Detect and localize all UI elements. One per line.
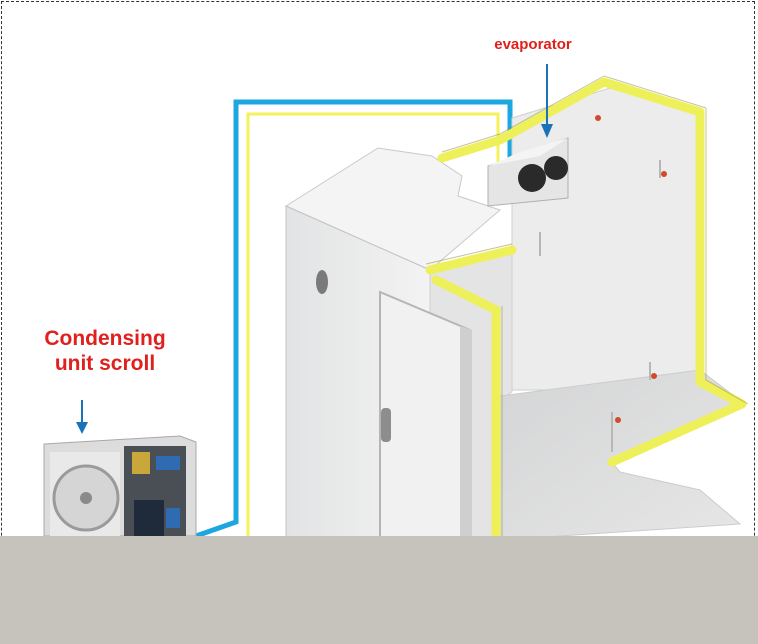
condensing-label-line1: Condensing [44,327,166,350]
evaporator-label: evaporator [494,36,572,53]
blue-pipe [195,99,513,539]
condensing-label-line2: unit scroll [54,352,156,376]
cold-room [284,75,749,601]
porthole [316,270,328,294]
condensing-unit [43,435,197,537]
insulation-edges [425,77,747,545]
door-handle [381,408,391,442]
evaporator-fan-1 [518,164,546,192]
floor-band [0,536,758,644]
evaporator-fan-2 [544,156,568,180]
condensing-unit-label: Condensing unit scroll [22,326,188,376]
evaporator-unit [487,137,569,207]
evaporator-arrow [541,64,553,138]
condensing-arrow [76,400,88,434]
